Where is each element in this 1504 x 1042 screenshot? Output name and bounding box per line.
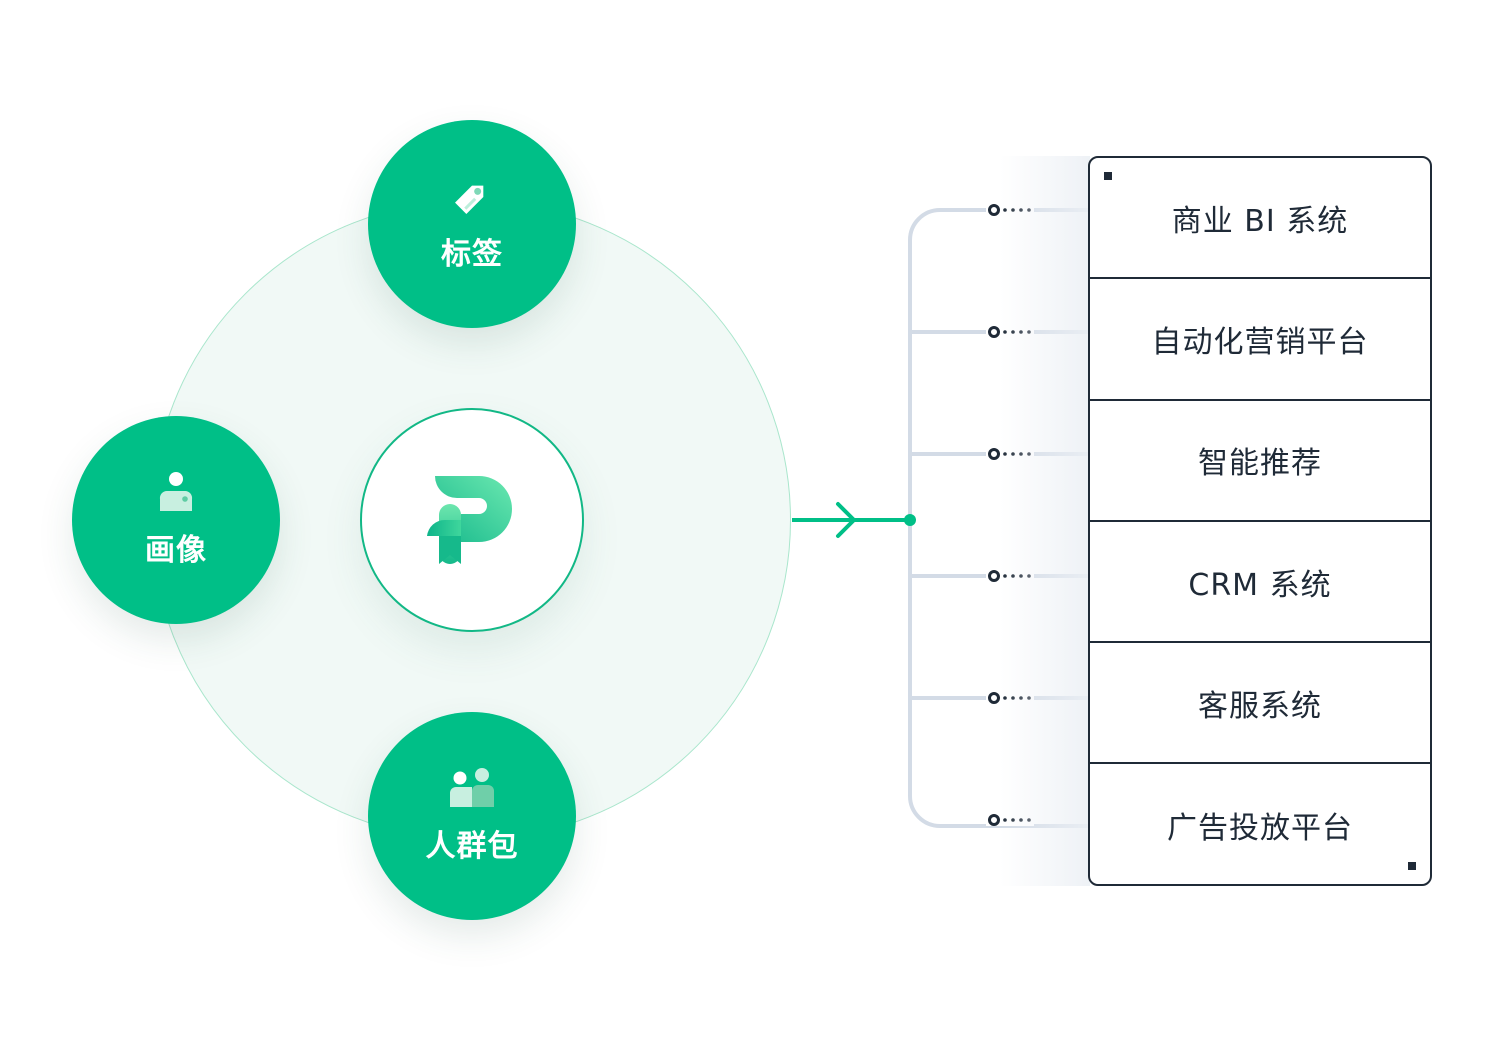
target-system-item[interactable]: 自动化营销平台: [1090, 279, 1430, 401]
target-system-item[interactable]: 广告投放平台: [1090, 764, 1430, 884]
port-node-icon: [988, 448, 1000, 460]
arrow-head-icon: [836, 502, 856, 538]
target-system-label: 广告投放平台: [1167, 811, 1353, 847]
box-shadow-fade: [1000, 156, 1090, 886]
corner-marker-top-left: [1104, 172, 1112, 180]
target-system-label: 智能推荐: [1198, 446, 1322, 482]
port-node-icon: [988, 692, 1000, 704]
port-node-icon: [988, 326, 1000, 338]
target-system-item[interactable]: CRM 系统: [1090, 522, 1430, 644]
node-tag[interactable]: 标签: [368, 120, 576, 328]
logo-circle: [360, 408, 584, 632]
node-crowd[interactable]: 人群包: [368, 712, 576, 920]
node-profile[interactable]: 画像: [72, 416, 280, 624]
logo-icon: [427, 476, 512, 564]
target-system-item[interactable]: 客服系统: [1090, 643, 1430, 765]
target-system-item[interactable]: 商业 BI 系统: [1090, 158, 1430, 280]
tag-icon: [450, 175, 494, 219]
corner-marker-bottom-right: [1408, 862, 1416, 870]
port-node-icon: [988, 814, 1000, 826]
port-node-icon: [988, 570, 1000, 582]
target-system-label: 商业 BI 系统: [1171, 203, 1349, 239]
target-system-item[interactable]: 智能推荐: [1090, 401, 1430, 522]
target-system-label: 自动化营销平台: [1151, 324, 1369, 360]
target-systems-list: 商业 BI 系统 自动化营销平台 智能推荐 CRM 系统 客服系统 广告投放平台: [1088, 156, 1432, 886]
node-label: 标签: [441, 237, 503, 272]
junction-dot: [904, 514, 916, 526]
user-group-icon: [448, 767, 496, 811]
port-node-icon: [988, 204, 1000, 216]
node-label: 画像: [145, 533, 207, 568]
user-profile-icon: [154, 471, 198, 515]
node-label: 人群包: [425, 829, 519, 864]
target-system-label: CRM 系统: [1188, 567, 1332, 603]
target-system-label: 客服系统: [1198, 688, 1322, 724]
